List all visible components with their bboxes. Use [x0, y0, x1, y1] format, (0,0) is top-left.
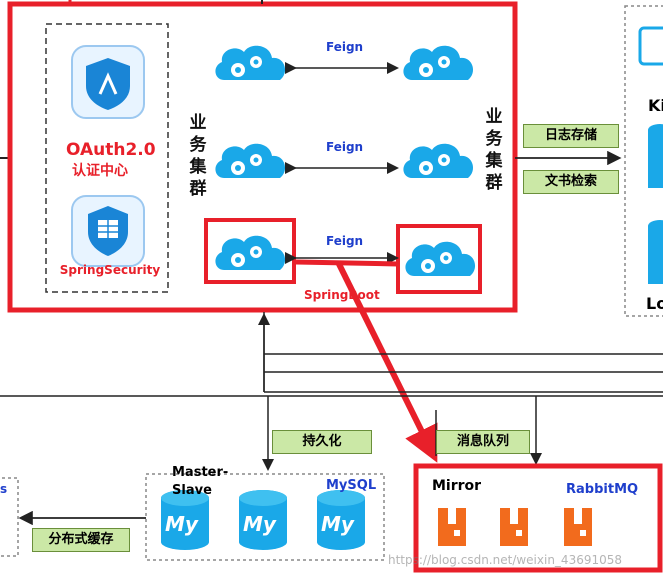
doc-search-tag: 文书检索	[523, 170, 619, 194]
service-cloud-icon	[215, 45, 286, 80]
oauth-title: OAuth2.0	[66, 140, 156, 160]
mysql-logo-1: My	[165, 512, 198, 536]
mysql-label: MySQL	[326, 478, 377, 493]
feign-label-3: Feign	[326, 234, 364, 248]
distributed-cache-tag: 分布式缓存	[32, 528, 130, 552]
master-slave-label: Master-Slave	[172, 465, 229, 498]
feign-label-1: Feign	[326, 40, 364, 54]
mq-frame	[413, 463, 663, 573]
rabbitmq-label: RabbitMQ	[566, 482, 639, 497]
service-cloud-icon	[403, 45, 474, 80]
watermark: https://blog.csdn.net/weixin_43691058	[388, 553, 623, 567]
mysql-logo-2: My	[243, 512, 276, 536]
security-label: SpringSecurity	[59, 263, 161, 277]
persistence-tag: 持久化	[272, 430, 372, 454]
service-cloud-icon	[405, 241, 476, 276]
mq-tag: 消息队列	[436, 430, 530, 454]
cache-edge-label: s	[0, 482, 8, 496]
service-cloud-icon	[215, 143, 286, 178]
right-lo-label: Lo	[646, 294, 663, 313]
mirror-label: Mirror	[432, 478, 482, 494]
log-storage-tag: 日志存储	[523, 124, 619, 148]
service-cloud-icon	[403, 143, 474, 178]
mysql-logo-3: My	[321, 512, 354, 536]
auth-center-label: 认证中心	[72, 163, 128, 179]
feign-label-2: Feign	[326, 140, 364, 154]
cluster-right-label: 业务集群	[485, 107, 503, 193]
auth-center-box	[45, 23, 169, 293]
right-ki-label: Ki	[648, 96, 663, 115]
service-cloud-icon	[215, 235, 286, 270]
springboot-label: SpringBoot	[304, 288, 380, 302]
cluster-left-label: 业务集群	[189, 113, 207, 199]
